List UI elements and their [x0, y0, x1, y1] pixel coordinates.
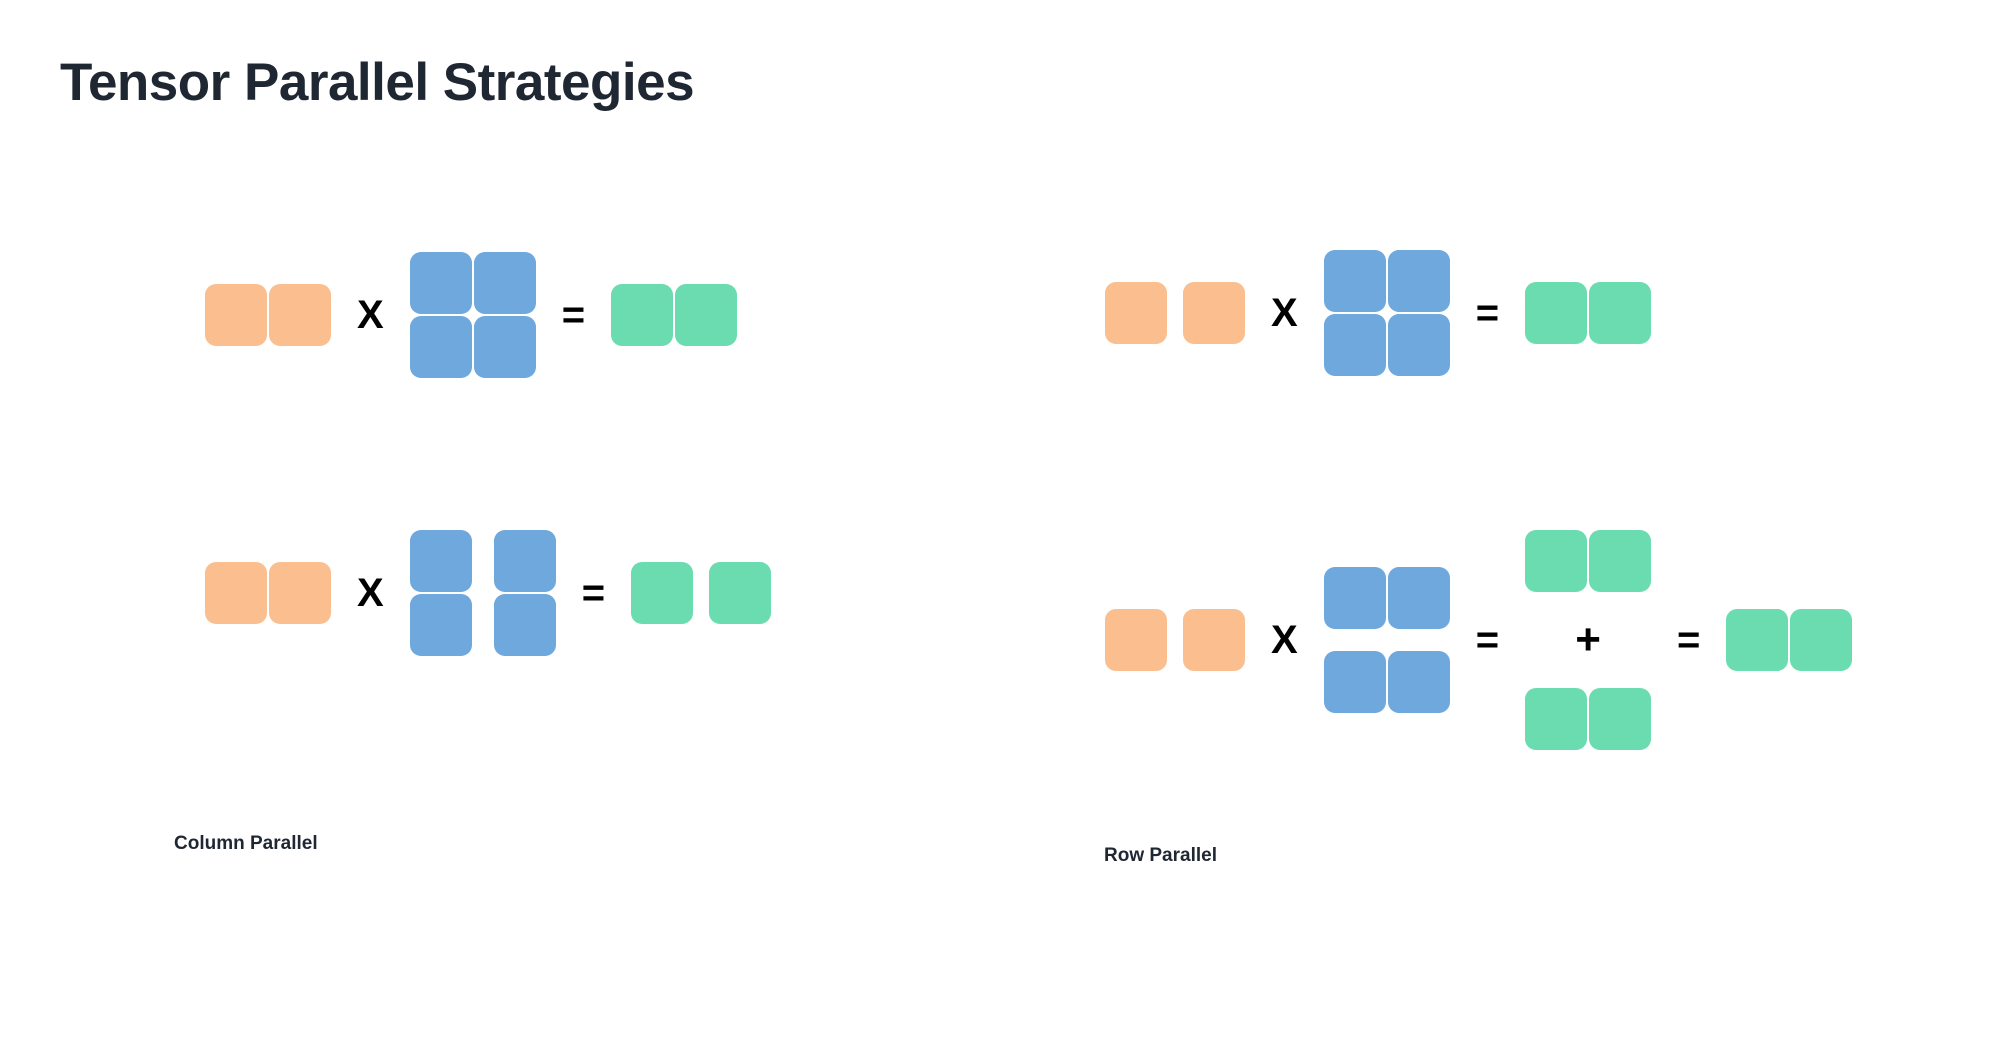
matrix-cell: [1525, 530, 1588, 592]
matrix-cell: [1589, 688, 1652, 750]
matrix-cell: [205, 284, 267, 346]
matrix-cell: [1323, 250, 1386, 312]
matrix-cell: [1387, 651, 1450, 713]
matrix-cell: [1323, 567, 1386, 629]
matrix-cell: [1387, 314, 1450, 376]
operator-equals-final: =: [1677, 618, 1701, 662]
operator-multiply: X: [357, 293, 384, 337]
diagram-row-parallel-full: X =: [1105, 250, 1652, 376]
operator-equals: =: [581, 571, 606, 615]
operator-multiply: X: [357, 571, 384, 615]
output-matrix-green-column-sharded: [631, 562, 772, 624]
matrix-cell: [1323, 651, 1386, 713]
matrix-cell: [1726, 609, 1789, 671]
weight-matrix-blue-row-sharded: [1323, 567, 1450, 713]
partial-output-matrix-green-2: [1525, 688, 1652, 750]
matrix-cell: [269, 562, 331, 624]
caption-column-parallel: Column Parallel: [174, 833, 318, 854]
operator-multiply: X: [1271, 291, 1298, 335]
page-title: Tensor Parallel Strategies: [60, 53, 695, 112]
operator-equals: =: [561, 293, 586, 337]
matrix-cell: [409, 252, 472, 314]
matrix-cell: [1105, 609, 1167, 671]
matrix-cell: [409, 316, 472, 378]
input-matrix-orange: [205, 284, 331, 346]
matrix-cell: [1589, 530, 1652, 592]
matrix-cell: [493, 594, 556, 656]
weight-matrix-blue: [409, 252, 536, 378]
final-output-matrix-green: [1726, 609, 1853, 671]
matrix-cell: [1790, 609, 1853, 671]
caption-row-parallel: Row Parallel: [1104, 845, 1217, 866]
matrix-cell: [1183, 609, 1245, 671]
matrix-cell: [631, 562, 694, 624]
input-matrix-orange: [205, 562, 331, 624]
matrix-cell: [1525, 282, 1588, 344]
weight-matrix-blue: [1323, 250, 1450, 376]
matrix-cell: [409, 530, 472, 592]
operator-multiply: X: [1271, 618, 1298, 662]
diagram-column-parallel-split: X =: [205, 530, 772, 656]
matrix-cell: [1589, 282, 1652, 344]
matrix-cell: [1105, 282, 1167, 344]
operator-equals: =: [1475, 618, 1500, 662]
operator-plus: +: [1575, 615, 1601, 664]
input-matrix-orange-sharded: [1105, 609, 1245, 671]
diagram-column-parallel-full: X =: [205, 252, 738, 378]
matrix-cell: [709, 562, 772, 624]
input-matrix-orange-sharded: [1105, 282, 1245, 344]
matrix-cell: [409, 594, 472, 656]
matrix-cell: [1183, 282, 1245, 344]
matrix-cell: [611, 284, 674, 346]
matrix-cell: [473, 316, 536, 378]
matrix-cell: [1323, 314, 1386, 376]
matrix-cell: [269, 284, 331, 346]
matrix-cell: [1387, 250, 1450, 312]
matrix-cell: [493, 530, 556, 592]
output-matrix-green: [1525, 282, 1652, 344]
output-matrix-green: [611, 284, 738, 346]
matrix-cell: [1525, 688, 1588, 750]
partial-output-matrix-green-1: [1525, 530, 1652, 592]
weight-matrix-blue-column-sharded: [409, 530, 556, 656]
matrix-cell: [205, 562, 267, 624]
matrix-cell: [1387, 567, 1450, 629]
matrix-cell: [473, 252, 536, 314]
partial-sum-group: +: [1525, 530, 1652, 750]
matrix-cell: [675, 284, 738, 346]
diagram-row-parallel-split: X = + =: [1105, 530, 1853, 750]
operator-equals: =: [1475, 291, 1500, 335]
